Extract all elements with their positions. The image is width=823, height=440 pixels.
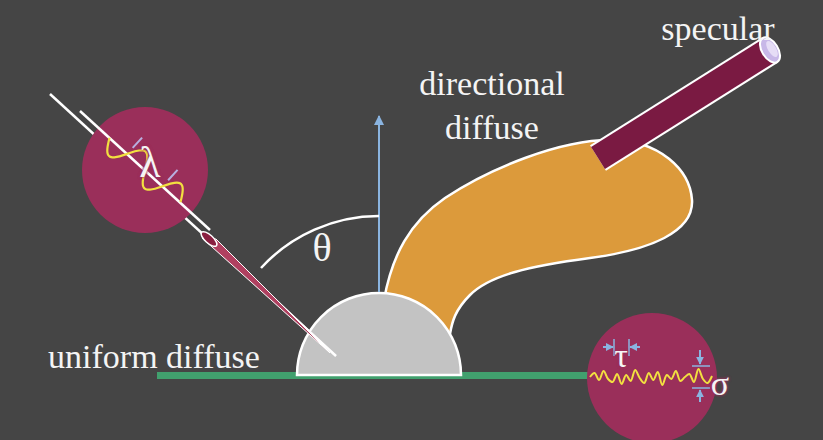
directional-lobe: [384, 140, 692, 334]
roughness-symbol: σ: [690, 362, 750, 406]
uniform-diffuse-label: uniform diffuse: [4, 335, 304, 379]
wavelength-symbol: λ: [110, 134, 190, 191]
incident-ray: [50, 94, 336, 356]
specular-label: specular: [618, 7, 818, 51]
angle-symbol: θ: [282, 222, 362, 274]
uniform-hemisphere: [297, 293, 461, 375]
directional-diffuse-label: directional diffuse: [397, 62, 587, 150]
normal-arrow: [378, 116, 380, 292]
roughness-inset: [587, 313, 717, 440]
correlation-length-symbol: τ: [591, 334, 651, 378]
specular-beam: [598, 34, 784, 158]
wavelength-inset: [80, 107, 210, 233]
